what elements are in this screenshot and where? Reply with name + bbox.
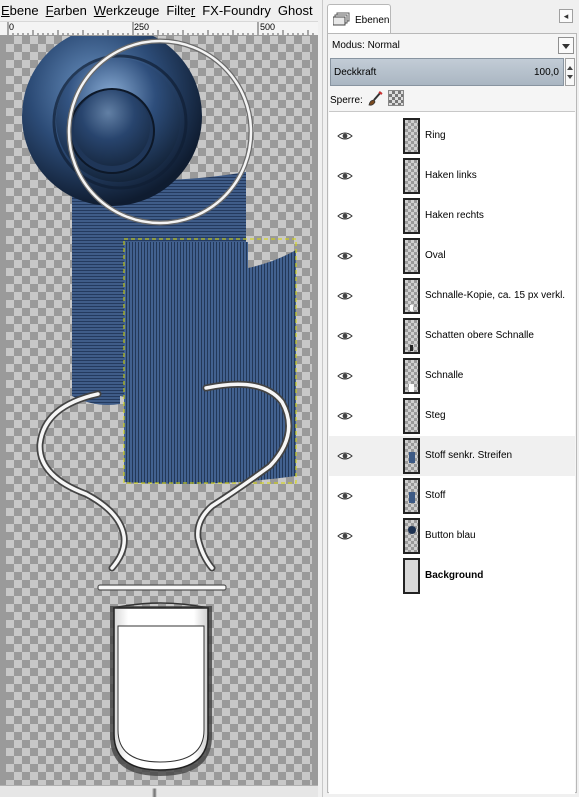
spin-up-icon[interactable]	[567, 66, 573, 70]
layer-name: Haken rechts	[425, 210, 484, 221]
layer-thumbnail	[403, 558, 420, 594]
opacity-slider[interactable]: Deckkraft 100,0	[330, 58, 564, 86]
layer-boundary	[123, 238, 297, 484]
layer-name: Stoff	[425, 490, 446, 501]
opacity-value: 100,0	[533, 67, 559, 78]
thumb-fabric-mark	[409, 452, 415, 463]
buckle	[110, 602, 212, 776]
layer-row[interactable]: Schnalle	[329, 356, 575, 396]
layer-row[interactable]: Background	[329, 556, 575, 596]
eye-icon[interactable]	[337, 291, 353, 301]
thumb-fabric-mark	[409, 492, 415, 503]
status-strip: |||	[0, 785, 318, 797]
mode-select[interactable]: Modus: Normal	[332, 40, 400, 51]
layer-thumbnail	[403, 158, 420, 194]
layer-name: Schatten obere Schnalle	[425, 330, 534, 341]
layer-name: Button blau	[425, 530, 476, 541]
layer-name: Ring	[425, 130, 446, 141]
layer-thumbnail	[403, 438, 420, 474]
thumb-button-mark	[408, 526, 416, 534]
checkerboard-icon[interactable]	[388, 90, 404, 106]
ruler-label-500: 500	[260, 22, 276, 32]
menu-filter[interactable]: Filter	[166, 3, 196, 18]
layer-row[interactable]: Stoff senkr. Streifen	[329, 436, 575, 476]
layers-icon	[333, 12, 350, 26]
opacity-label: Deckkraft	[334, 67, 377, 78]
layer-thumbnail	[403, 238, 420, 274]
lock-label: Sperre:	[330, 95, 363, 106]
layer-row[interactable]: Haken rechts	[329, 196, 575, 236]
horizontal-ruler[interactable]: 0 250 500	[0, 22, 318, 36]
layer-row[interactable]: Ring	[329, 116, 575, 156]
image-window: Ebene Farben Werkzeuge Filter FX-Foundry Ghos…	[0, 0, 318, 797]
eye-icon[interactable]	[337, 491, 353, 501]
layer-thumbnail	[403, 198, 420, 234]
blue-button	[22, 36, 202, 206]
eye-icon[interactable]	[337, 171, 353, 181]
spin-down-icon[interactable]	[567, 75, 573, 79]
layer-name: Haken links	[425, 170, 477, 181]
layers-dock: Ebenen ◂ Modus: Normal Deckkraft 100,0 S…	[322, 0, 579, 797]
eye-icon[interactable]	[337, 331, 353, 341]
bar-steg	[97, 584, 227, 591]
layer-row[interactable]: Schatten obere Schnalle	[329, 316, 575, 356]
thumb-buckle-mark	[409, 384, 414, 392]
layer-thumbnail	[403, 518, 420, 554]
layer-name: Schnalle	[425, 370, 464, 381]
canvas-artwork	[6, 36, 312, 785]
chevron-down-icon[interactable]	[558, 37, 574, 54]
lock-row: Sperre:	[328, 88, 578, 110]
image-canvas[interactable]	[0, 36, 318, 785]
eye-icon[interactable]	[337, 531, 353, 541]
visibility-toggle[interactable]	[337, 571, 353, 581]
layer-thumbnail	[403, 318, 420, 354]
thumb-shadow-mark	[410, 345, 413, 351]
layer-row[interactable]: Schnalle-Kopie, ca. 15 px verkl.	[329, 276, 575, 316]
layer-row[interactable]: Haken links	[329, 156, 575, 196]
mode-row: Modus: Normal	[328, 34, 578, 58]
opacity-spinner[interactable]	[565, 58, 575, 86]
layer-thumbnail	[403, 478, 420, 514]
menu-fx-foundry[interactable]: FX-Foundry	[202, 3, 271, 18]
close-icon[interactable]: ◂	[559, 9, 573, 23]
menu-ghost[interactable]: Ghost	[277, 3, 313, 18]
menu-ebene[interactable]: Ebene	[1, 3, 39, 18]
opacity-row: Deckkraft 100,0	[330, 58, 575, 86]
layer-row[interactable]: Oval	[329, 236, 575, 276]
layer-name: Steg	[425, 410, 446, 421]
thumb-buckle-mark	[410, 305, 413, 311]
menubar: Ebene Farben Werkzeuge Filter FX-Foundry Ghos…	[0, 0, 318, 22]
tab-label: Ebenen	[355, 15, 390, 26]
layer-thumbnail	[403, 398, 420, 434]
tab-ebenen[interactable]: Ebenen	[327, 4, 391, 34]
resize-grip-icon[interactable]: |||	[152, 787, 157, 797]
eye-icon[interactable]	[337, 211, 353, 221]
layers-panel: Modus: Normal Deckkraft 100,0 Sperre:	[327, 33, 578, 794]
eye-icon[interactable]	[337, 371, 353, 381]
menu-farben[interactable]: Farben	[45, 3, 87, 18]
paintbrush-icon[interactable]	[366, 90, 384, 108]
layer-name: Background	[425, 570, 484, 581]
layer-name: Schnalle-Kopie, ca. 15 px verkl.	[425, 290, 566, 301]
layer-thumbnail	[403, 278, 420, 314]
ruler-label-0: 0	[9, 22, 15, 32]
layer-thumbnail	[403, 358, 420, 394]
eye-icon[interactable]	[337, 451, 353, 461]
layer-name: Oval	[425, 250, 446, 261]
fabric-striped-layer	[124, 242, 296, 484]
layer-row[interactable]: Button blau	[329, 516, 575, 556]
eye-icon[interactable]	[337, 131, 353, 141]
menu-werkzeuge[interactable]: Werkzeuge	[93, 3, 160, 18]
ruler-ticks	[7, 22, 314, 35]
eye-icon[interactable]	[337, 411, 353, 421]
layer-name: Stoff senkr. Streifen	[425, 450, 513, 461]
layer-thumbnail	[403, 118, 420, 154]
layer-row[interactable]: Steg	[329, 396, 575, 436]
eye-icon[interactable]	[337, 251, 353, 261]
ruler-label-250: 250	[134, 22, 150, 32]
layer-row[interactable]: Stoff	[329, 476, 575, 516]
